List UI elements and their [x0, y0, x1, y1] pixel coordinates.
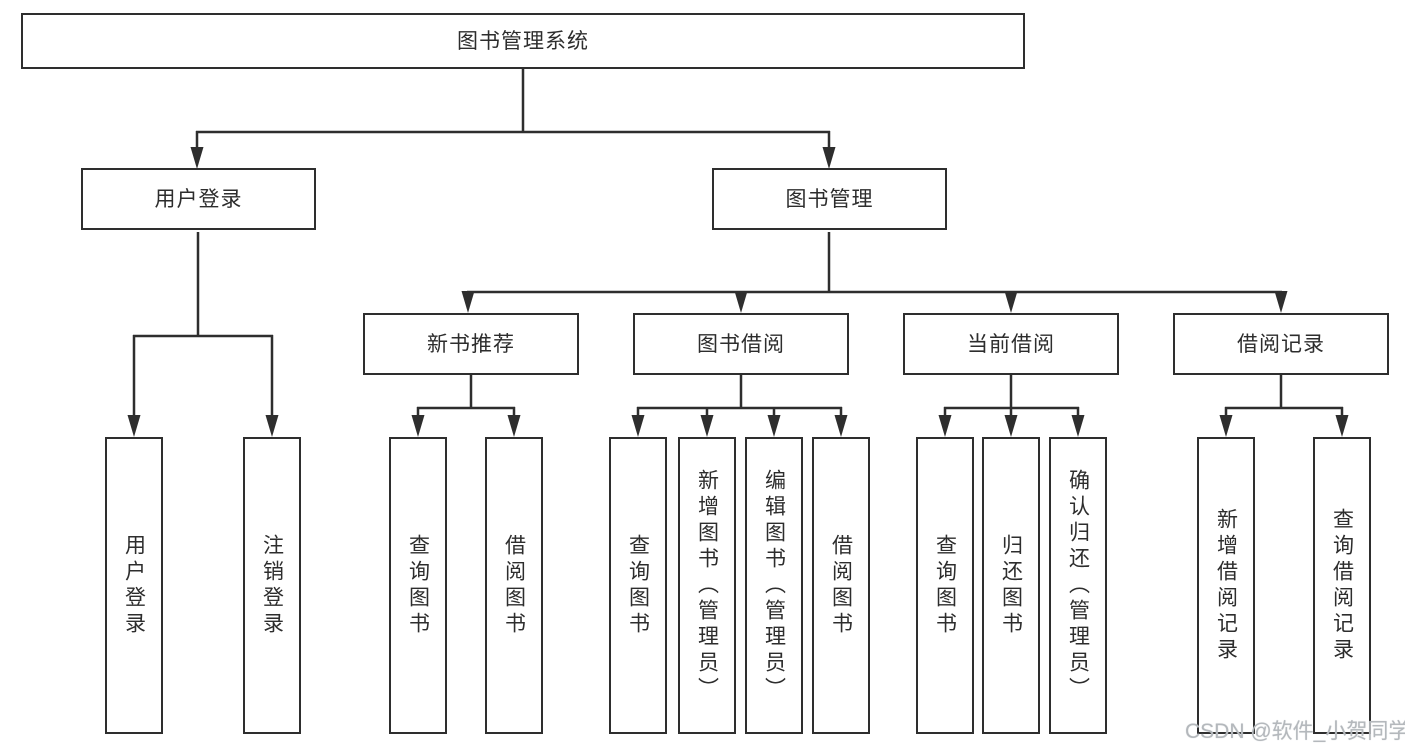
leaf-label: 注销登录 — [260, 533, 284, 638]
leaf-borrow-books: 借阅图书 — [812, 437, 870, 734]
leaf-logout: 注销登录 — [243, 437, 301, 734]
leaf-query-books-recommend: 查询图书 — [389, 437, 447, 734]
node-user-login-label: 用户登录 — [154, 187, 243, 211]
leaf-label: 查询图书 — [933, 533, 957, 638]
node-root: 图书管理系统 — [21, 13, 1025, 69]
node-book-management-label: 图书管理 — [785, 187, 874, 211]
leaf-query-borrow-record: 查询借阅记录 — [1313, 437, 1371, 734]
leaf-edit-books-admin: 编辑图书（管理员） — [745, 437, 803, 734]
node-current-borrow: 当前借阅 — [903, 313, 1119, 375]
leaf-borrow-books-recommend: 借阅图书 — [485, 437, 543, 734]
leaf-add-books-admin: 新增图书（管理员） — [678, 437, 736, 734]
leaf-label: 新增借阅记录 — [1214, 507, 1238, 664]
node-borrow-records: 借阅记录 — [1173, 313, 1389, 375]
node-root-label: 图书管理系统 — [457, 29, 589, 53]
leaf-label: 新增图书（管理员） — [695, 468, 719, 703]
leaf-label: 查询图书 — [406, 533, 430, 638]
arrowheads — [127, 147, 1349, 437]
leaf-label: 用户登录 — [122, 533, 146, 638]
leaf-label: 查询图书 — [626, 533, 650, 638]
node-new-book-recommend: 新书推荐 — [363, 313, 579, 375]
node-borrow-records-label: 借阅记录 — [1237, 332, 1325, 356]
leaf-label: 归还图书 — [999, 533, 1023, 638]
leaf-query-books-borrow: 查询图书 — [609, 437, 667, 734]
leaf-return-books: 归还图书 — [982, 437, 1040, 734]
node-current-borrow-label: 当前借阅 — [967, 332, 1055, 356]
leaf-query-books-current: 查询图书 — [916, 437, 974, 734]
leaf-label: 编辑图书（管理员） — [762, 468, 786, 703]
leaf-label: 确认归还（管理员） — [1066, 468, 1090, 703]
node-book-borrow: 图书借阅 — [633, 313, 849, 375]
leaf-user-login: 用户登录 — [105, 437, 163, 734]
leaf-confirm-return-admin: 确认归还（管理员） — [1049, 437, 1107, 734]
leaf-label: 借阅图书 — [829, 533, 853, 638]
node-book-borrow-label: 图书借阅 — [697, 332, 785, 356]
node-book-management: 图书管理 — [712, 168, 947, 230]
node-new-book-recommend-label: 新书推荐 — [427, 332, 515, 356]
csdn-watermark: CSDN @软件_小贺同学 — [1185, 720, 1405, 743]
leaf-add-borrow-record: 新增借阅记录 — [1197, 437, 1255, 734]
node-user-login: 用户登录 — [81, 168, 316, 230]
leaf-label: 查询借阅记录 — [1330, 507, 1354, 664]
leaf-label: 借阅图书 — [502, 533, 526, 638]
